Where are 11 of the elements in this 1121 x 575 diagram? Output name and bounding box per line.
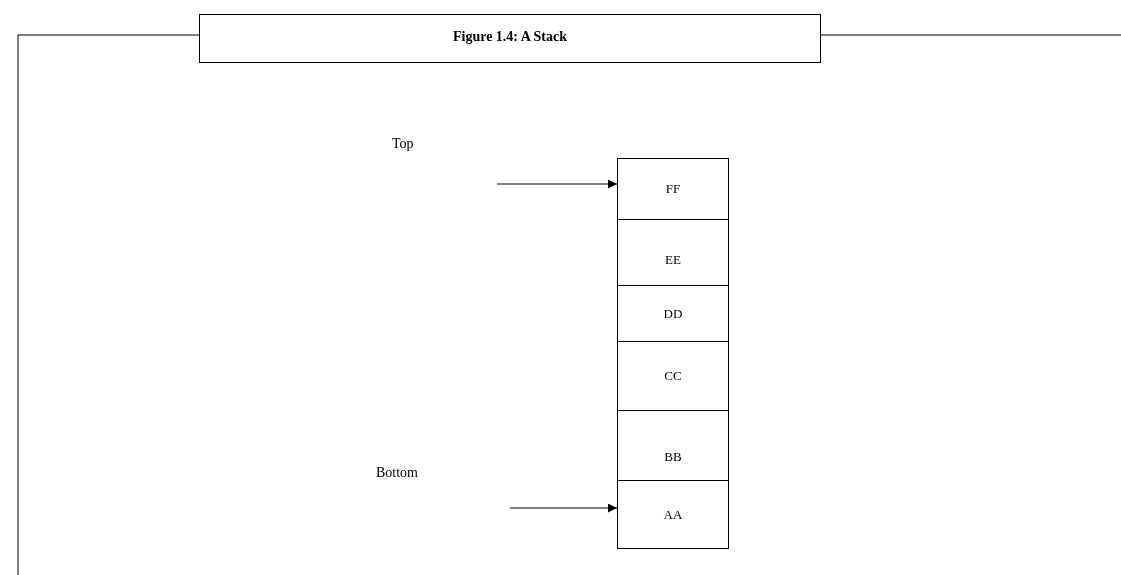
stack-cell: FF [617,158,729,220]
stack-cell: AA [617,480,729,549]
stack-cell: BB [617,410,729,481]
pointer-label: Bottom [376,465,418,481]
arrow [509,503,618,513]
arrow [496,179,618,189]
figure-title: Figure 1.4: A Stack [199,14,821,63]
stack-cell: EE [617,219,729,286]
stack-cell: DD [617,285,729,342]
stack-cell: CC [617,341,729,411]
pointer-label: Top [392,136,414,152]
